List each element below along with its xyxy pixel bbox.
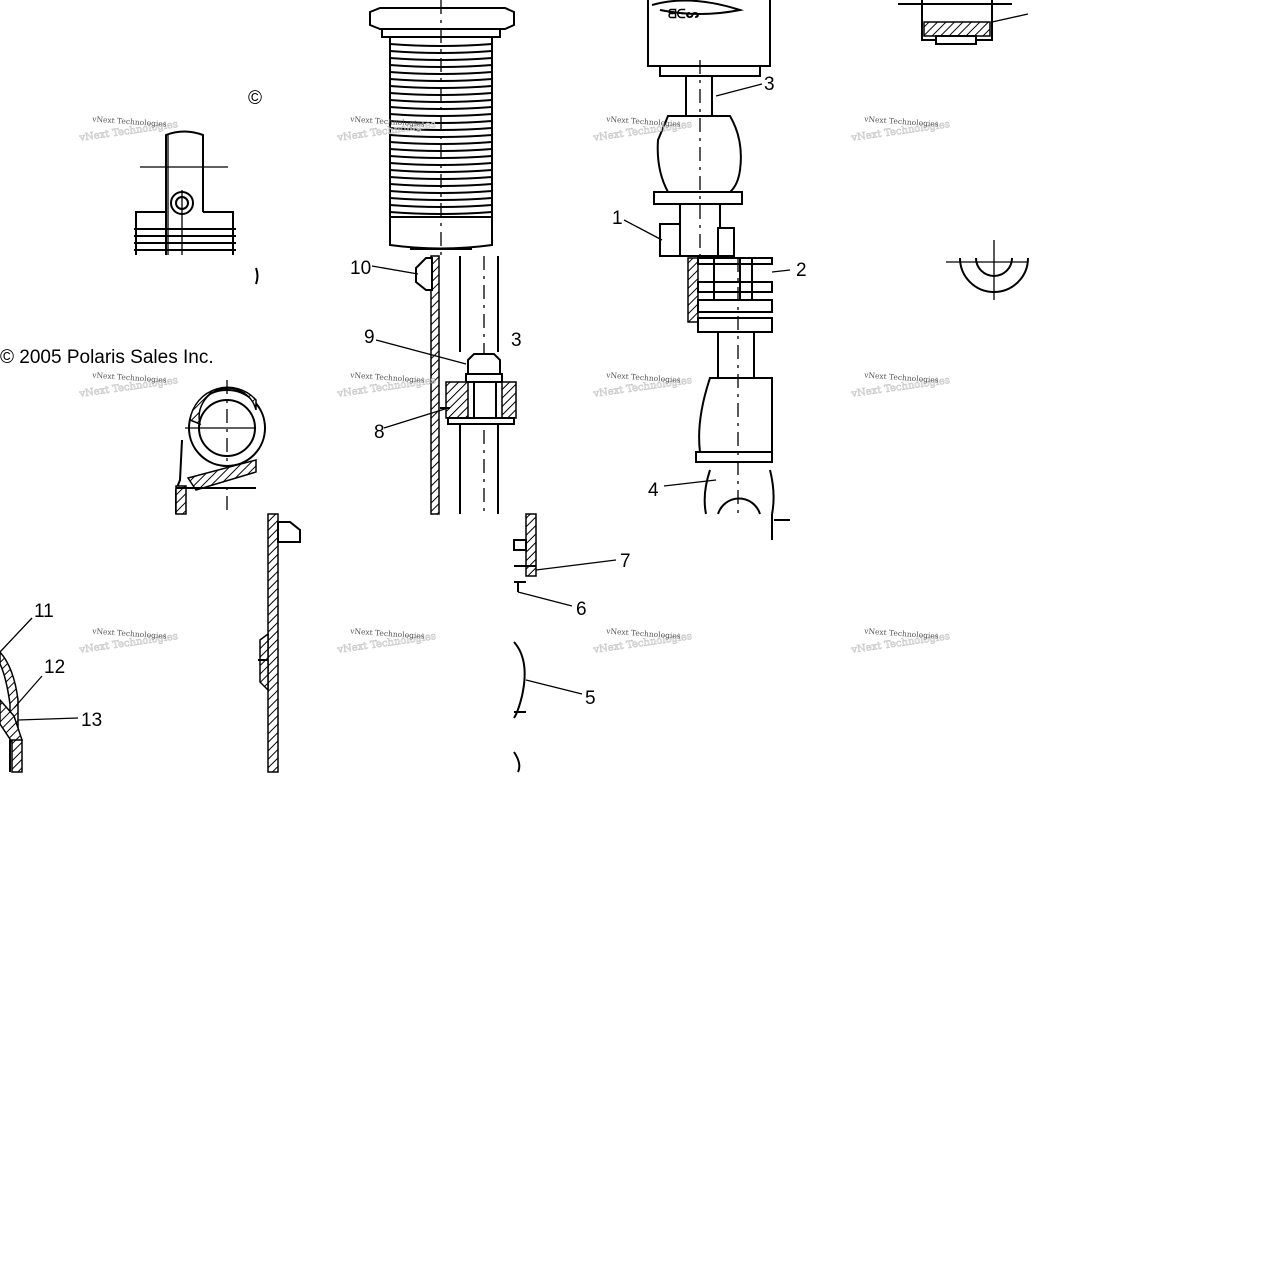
spring-coil bbox=[389, 99, 493, 103]
spring-coil bbox=[389, 141, 493, 145]
svg-text:ᗺᕮᔕ: ᗺᕮᔕ bbox=[668, 7, 700, 21]
bushing-assembly bbox=[440, 353, 517, 425]
callout-2: 2 bbox=[796, 260, 807, 281]
lower-mount-detail bbox=[513, 513, 537, 773]
callout-3-upper: 3 bbox=[764, 74, 775, 95]
callout-3-lower: 3 bbox=[511, 330, 522, 351]
callout-leader-1 bbox=[623, 219, 663, 241]
copyright-partial-symbol: © bbox=[248, 88, 262, 109]
callout-8: 8 bbox=[374, 422, 385, 443]
clamp-detail bbox=[0, 650, 23, 773]
spring-coil bbox=[389, 169, 493, 173]
callout-6: 6 bbox=[576, 599, 587, 620]
frame-tube-section bbox=[415, 255, 499, 515]
callout-10: 10 bbox=[350, 258, 371, 279]
spring-cap-detail bbox=[134, 130, 259, 285]
callout-leaders-left bbox=[0, 617, 79, 721]
callout-leader-3-top bbox=[715, 83, 763, 97]
spring-coil bbox=[389, 162, 493, 166]
spring-coil bbox=[389, 197, 493, 201]
callout-5: 5 bbox=[585, 688, 596, 709]
callout-leaders-mid bbox=[371, 265, 467, 429]
callout-7: 7 bbox=[620, 551, 631, 572]
callout-12: 12 bbox=[44, 657, 65, 678]
shock-upper-body: ᗺᕮᔕ bbox=[647, 0, 771, 257]
copyright-text: © 2005 Polaris Sales Inc. bbox=[0, 347, 214, 368]
spring-coil bbox=[389, 113, 493, 117]
upper-mount-detail bbox=[898, 0, 1029, 300]
callout-4: 4 bbox=[648, 480, 659, 501]
spring-coil bbox=[389, 50, 493, 54]
spring-coil bbox=[389, 43, 493, 47]
shock-spring-body bbox=[369, 0, 515, 256]
callout-9: 9 bbox=[364, 327, 375, 348]
callout-leaders-lower bbox=[517, 559, 617, 695]
callout-11: 11 bbox=[34, 601, 54, 622]
callout-13: 13 bbox=[81, 710, 102, 731]
spring-coil bbox=[389, 190, 493, 194]
shock-lower-body bbox=[687, 257, 790, 540]
frame-bracket-detail bbox=[175, 380, 266, 515]
spring-coil bbox=[389, 71, 493, 75]
frame-wall-section bbox=[258, 513, 301, 773]
callout-1: 1 bbox=[612, 208, 623, 229]
callout-leaders-right bbox=[663, 269, 791, 487]
